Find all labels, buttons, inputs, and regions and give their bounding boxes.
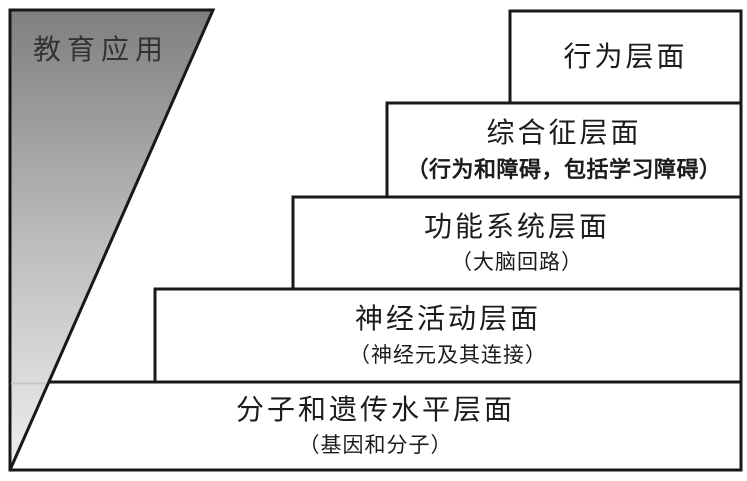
level-box-molecular-genetic xyxy=(8,380,743,472)
level-box-functional-systems xyxy=(291,195,743,291)
level-box-syndrome xyxy=(385,101,743,199)
triangle-label: 教育应用 xyxy=(33,33,170,66)
level-box-behavior xyxy=(508,9,743,105)
education-application-triangle xyxy=(8,8,216,471)
level-box-neural-activity xyxy=(153,287,743,384)
